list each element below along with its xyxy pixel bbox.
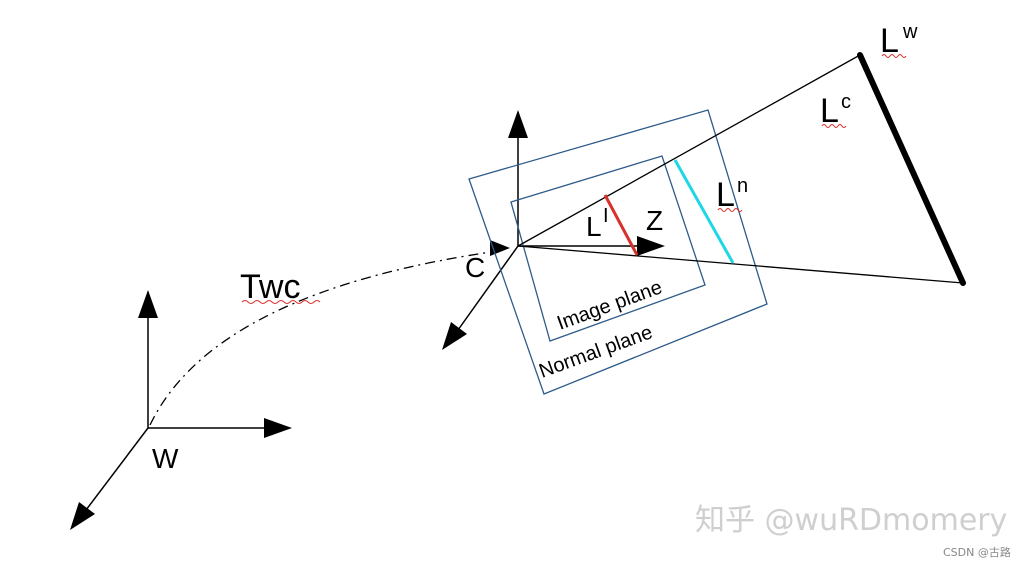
normal-plane	[468, 109, 768, 395]
camera-z-arrowhead	[637, 236, 665, 256]
world-line-label-sup: w	[902, 21, 918, 43]
image-line-label: L	[586, 211, 602, 242]
world-label-squiggle	[881, 54, 907, 58]
image-line-label-sup: I	[603, 205, 609, 227]
world-x-arrowhead	[264, 418, 292, 438]
camera-frame	[442, 110, 665, 350]
camera-side-axis	[457, 245, 519, 331]
camera-line-label: L	[820, 92, 839, 130]
camera-center-label: C	[465, 252, 485, 283]
normal-label-squiggle	[717, 208, 743, 212]
twc-trajectory	[149, 249, 506, 426]
twc-underline-squiggle	[241, 300, 321, 304]
image-line-segment	[603, 194, 639, 256]
world-z-arrowhead	[70, 502, 95, 530]
image-plane	[510, 155, 706, 342]
normal-line-segment	[673, 159, 735, 264]
camera-label-squiggle	[821, 124, 847, 128]
normal-line-label: L	[716, 176, 735, 214]
world-origin-label: W	[152, 443, 179, 474]
camera-line-label-sup: c	[841, 91, 851, 113]
csdn-watermark: CSDN @古路	[943, 546, 1011, 559]
twc-label: Twc	[240, 268, 300, 306]
zhihu-watermark: 知乎 @wuRDmomery	[695, 503, 1007, 538]
world-z-axis	[85, 427, 149, 511]
z-axis-label: Z	[646, 205, 663, 236]
camera-up-arrowhead	[508, 110, 528, 138]
world-line-label: L	[880, 22, 899, 60]
projection-ray-bottom	[517, 245, 964, 284]
normal-line-label-sup: n	[737, 175, 748, 197]
world-y-arrowhead	[138, 290, 158, 318]
world-line-segment	[857, 52, 966, 286]
camera-side-arrowhead	[442, 322, 467, 350]
world-frame	[70, 290, 292, 530]
projection-ray-top	[517, 54, 861, 247]
